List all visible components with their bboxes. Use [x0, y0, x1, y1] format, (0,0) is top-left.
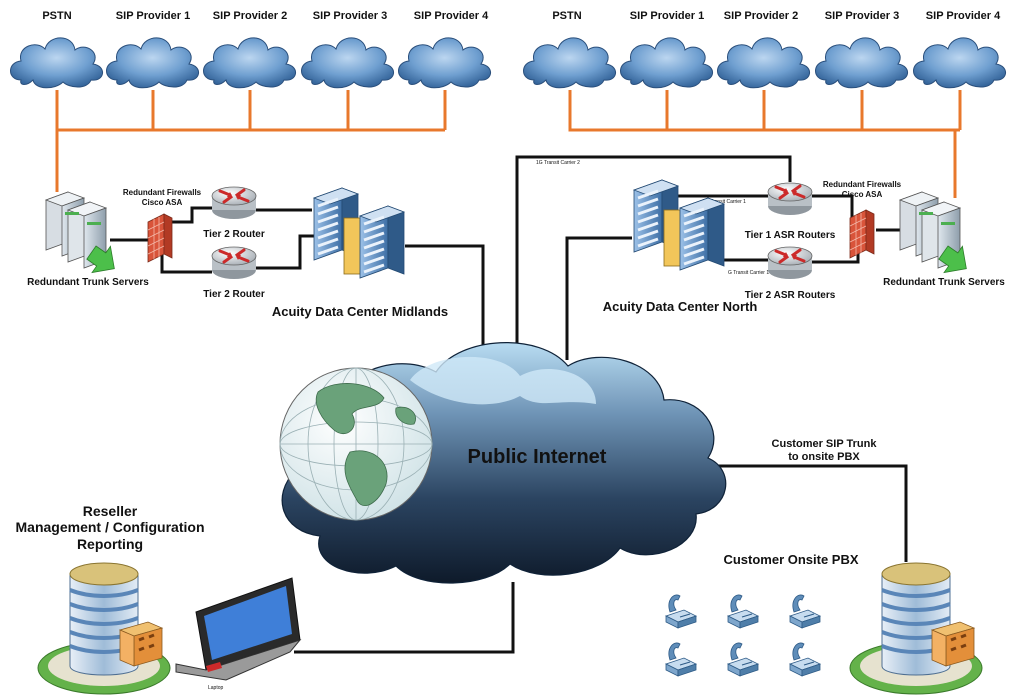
cloud-sip-provider-3-left: SIP Provider 3 [301, 10, 395, 89]
cloud-label: SIP Provider 1 [630, 10, 704, 22]
desk-phone-icon [727, 594, 759, 629]
reseller-title-line2: Management / Configuration [16, 519, 205, 535]
globe-icon [279, 367, 433, 521]
router-label: Tier 2 Router [203, 289, 265, 300]
customer-trunk-label-line1: Customer SIP Trunk [772, 438, 878, 450]
redundant-trunk-servers-north: Redundant Trunk Servers [883, 191, 1005, 288]
router-tier2-lower: Tier 2 Router [203, 245, 265, 300]
cloud-sip-provider-3-right: SIP Provider 3 [815, 10, 909, 89]
customer-pbx-title: Customer Onsite PBX [723, 552, 858, 567]
transit-carrier-1b-label: G Transit Carrier 1 [728, 270, 769, 276]
firewall-label-line1: Redundant Firewalls [123, 188, 202, 197]
trunk-servers-label: Redundant Trunk Servers [883, 277, 1005, 288]
desk-phone-icon [789, 642, 821, 677]
cloud-sip-provider-1-right: SIP Provider 1 [620, 10, 714, 89]
router-icon [210, 245, 258, 281]
cloud-pstn-right: PSTN [523, 10, 617, 89]
router-tier2-asr: Tier 2 ASR Routers [745, 245, 836, 301]
midlands-site: Redundant Trunk Servers Redundant Firewa… [27, 185, 448, 319]
server-rack-icon [678, 196, 726, 272]
cloud-sip-provider-4-left: SIP Provider 4 [398, 10, 492, 89]
datacenter-title: Acuity Data Center North [603, 299, 758, 314]
desk-phone-icon [727, 642, 759, 677]
trunk-servers-label: Redundant Trunk Servers [27, 277, 149, 288]
customer-site: Customer SIP Trunk to onsite PBX Custome… [665, 438, 984, 696]
transit-carrier-2-label: 1G Transit Carrier 2 [536, 160, 580, 166]
cloud-label: SIP Provider 2 [213, 10, 287, 22]
cloud-sip-provider-2-right: SIP Provider 2 [717, 10, 811, 89]
router-label: Tier 2 Router [203, 229, 265, 240]
datacenter-title: Acuity Data Center Midlands [272, 304, 448, 319]
datacenter-racks-midlands: Acuity Data Center Midlands [272, 186, 448, 319]
cloud-label: SIP Provider 1 [116, 10, 190, 22]
firewall-label-line2: Cisco ASA [142, 198, 183, 207]
router-icon [766, 245, 814, 281]
desk-phone-icon [789, 594, 821, 629]
network-links [110, 155, 908, 654]
cloud-sip-provider-1-left: SIP Provider 1 [106, 10, 200, 89]
customer-trunk-label-line2: to onsite PBX [788, 451, 860, 463]
reseller-site: Reseller Management / Configuration Repo… [16, 503, 302, 696]
router-tier1-asr: Tier 1 ASR Routers [745, 181, 836, 241]
cloud-pstn-left: PSTN [10, 10, 104, 89]
firewall-north: Redundant Firewalls Cisco ASA [823, 180, 902, 259]
cloud-label: SIP Provider 3 [825, 10, 899, 22]
cloud-label: SIP Provider 4 [414, 10, 489, 22]
cloud-sip-provider-4-right: SIP Provider 4 [913, 10, 1007, 89]
firewall-icon [147, 213, 173, 263]
firewall-label-line1: Redundant Firewalls [823, 180, 902, 189]
router-label: Tier 1 ASR Routers [745, 230, 836, 241]
north-site: 1G Transit Carrier 2 1G Transit Carrier … [536, 160, 1005, 314]
router-label: Tier 2 ASR Routers [745, 290, 836, 301]
left-provider-clouds: PSTN SIP Provider 1 SIP Provider 2 SIP P… [10, 10, 492, 89]
cloud-sip-provider-2-left: SIP Provider 2 [203, 10, 297, 89]
firewall-midlands: Redundant Firewalls Cisco ASA [123, 188, 202, 263]
right-provider-clouds: PSTN SIP Provider 1 SIP Provider 2 SIP P… [523, 10, 1007, 89]
laptop-icon: Laptop [175, 577, 302, 691]
desk-phone-icon [665, 594, 697, 629]
provider-links-left [55, 90, 447, 192]
reseller-title-line1: Reseller [83, 503, 138, 519]
router-icon [766, 181, 814, 217]
redundant-trunk-servers-midlands: Redundant Trunk Servers [27, 191, 149, 288]
public-internet-cloud: Public Internet [279, 342, 727, 584]
router-tier2-upper: Tier 2 Router [203, 185, 265, 240]
cloud-label: PSTN [42, 10, 71, 22]
router-icon [210, 185, 258, 221]
desk-phone-icon [665, 642, 697, 677]
firewall-icon [849, 209, 875, 259]
desk-phones [665, 594, 821, 677]
transit-carrier-1-label: 1G Transit Carrier 1 [702, 199, 746, 205]
provider-links-right [568, 90, 962, 198]
server-rack-icon [358, 204, 406, 280]
cloud-label: PSTN [552, 10, 581, 22]
office-building-icon [848, 561, 984, 696]
cloud-label: SIP Provider 2 [724, 10, 798, 22]
cloud-label: SIP Provider 4 [926, 10, 1001, 22]
cloud-label: SIP Provider 3 [313, 10, 387, 22]
office-building-icon [36, 561, 172, 696]
public-internet-label: Public Internet [468, 446, 607, 468]
laptop-label: Laptop [208, 685, 224, 691]
datacenter-racks-north: Acuity Data Center North [603, 178, 758, 314]
reseller-title-line3: Reporting [77, 536, 143, 552]
firewall-label-line2: Cisco ASA [842, 190, 883, 199]
